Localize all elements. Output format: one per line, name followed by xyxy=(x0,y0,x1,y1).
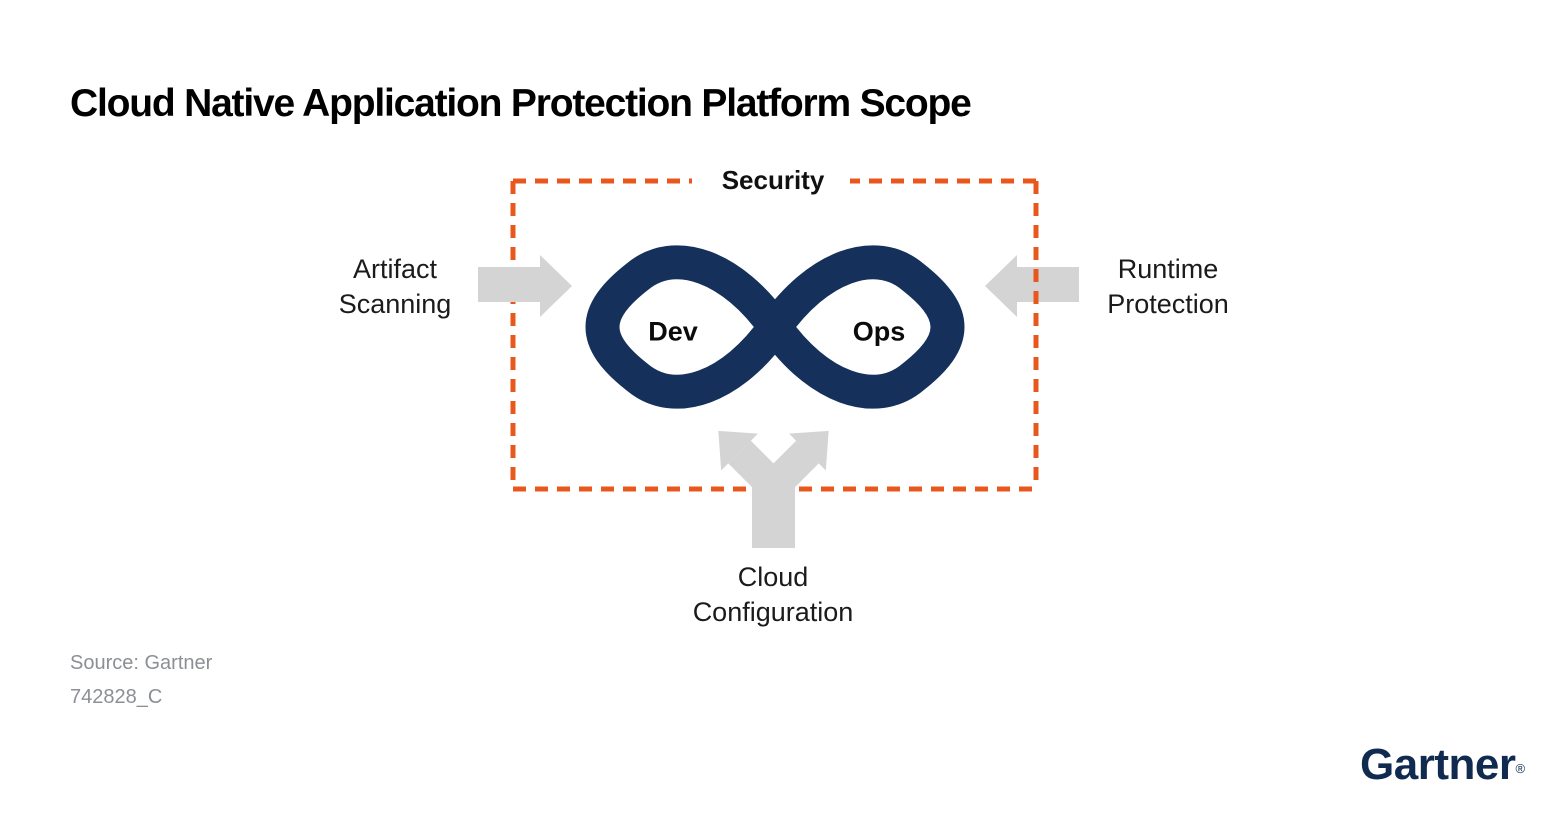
cloud-configuration-line1: Cloud xyxy=(737,562,809,592)
runtime-protection-line1: Runtime xyxy=(1117,254,1219,284)
registered-trademark-icon: ® xyxy=(1515,761,1525,776)
source-text: Source: Gartner xyxy=(70,652,213,674)
runtime-protection-label: Runtime Protection xyxy=(1058,252,1278,322)
ops-label: Ops xyxy=(852,316,906,347)
footer-source-block: Source: Gartner 742828_C xyxy=(70,646,212,714)
artifact-scanning-line1: Artifact xyxy=(352,254,438,284)
cloud-configuration-arrow-icon xyxy=(718,430,829,548)
gartner-logo-text: Gartner xyxy=(1360,740,1516,789)
page-title: Cloud Native Application Protection Plat… xyxy=(70,82,972,125)
devops-infinity-icon xyxy=(585,245,965,409)
artifact-scanning-arrow-icon xyxy=(478,255,572,317)
artifact-scanning-label: Artifact Scanning xyxy=(295,252,495,322)
dev-label: Dev xyxy=(648,316,698,347)
artifact-scanning-line2: Scanning xyxy=(338,289,452,319)
figure-id: 742828_C xyxy=(70,686,163,708)
security-label: Security xyxy=(715,165,831,196)
security-boundary-box xyxy=(510,178,1039,492)
cloud-configuration-label: Cloud Configuration xyxy=(643,560,903,630)
cloud-configuration-line2: Configuration xyxy=(692,597,854,627)
runtime-protection-arrow-icon xyxy=(985,255,1079,317)
gartner-logo: Gartner® xyxy=(1360,740,1525,790)
runtime-protection-line2: Protection xyxy=(1107,289,1229,319)
